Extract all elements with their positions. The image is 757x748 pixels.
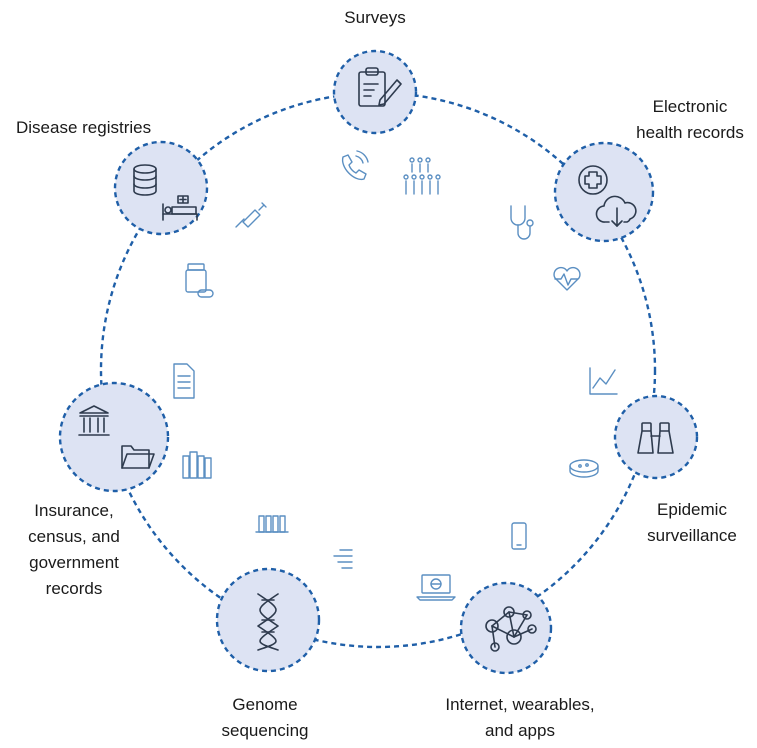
- network-people-icon: [485, 606, 537, 652]
- label-insurance: Insurance, census, and government record…: [8, 498, 140, 602]
- label-genome-line1: Genome: [232, 695, 298, 714]
- data-stream-icon: [333, 549, 353, 569]
- clipboard-pencil-icon: [358, 67, 402, 107]
- label-insurance-line2: census, and: [28, 527, 120, 546]
- label-epidemic-line1: Epidemic: [657, 500, 727, 519]
- bank-building-icon: [78, 405, 110, 436]
- crowd-icon: [403, 157, 441, 195]
- label-internet: Internet, wearables, and apps: [420, 692, 620, 744]
- label-registries-text: Disease registries: [16, 118, 152, 137]
- label-insurance-line3: government: [29, 553, 119, 572]
- label-genome-line2: sequencing: [221, 721, 309, 740]
- pill-bottle-icon: [185, 263, 214, 298]
- heart-pulse-icon: [553, 266, 581, 291]
- label-surveys: Surveys: [325, 5, 425, 31]
- syringe-icon: [235, 202, 267, 228]
- label-ehr-line1: Electronic: [652, 97, 728, 116]
- binoculars-icon: [637, 422, 674, 454]
- label-internet-line2: and apps: [485, 721, 555, 740]
- database-icon: [133, 164, 157, 196]
- node-insurance: [58, 381, 170, 493]
- hospital-bed-icon: [162, 195, 198, 221]
- label-internet-line1: Internet, wearables,: [445, 695, 595, 714]
- node-ehr: [553, 141, 655, 243]
- medical-cross-icon: [578, 165, 608, 195]
- label-ehr-line2: health records: [636, 123, 744, 142]
- petri-dish-icon: [569, 459, 599, 478]
- label-registries: Disease registries: [16, 115, 151, 141]
- label-epidemic: Epidemic surveillance: [632, 497, 752, 549]
- stethoscope-icon: [510, 205, 534, 240]
- node-surveys: [332, 49, 418, 135]
- line-chart-icon: [589, 367, 618, 395]
- test-tubes-icon: [255, 515, 289, 533]
- label-epidemic-line2: surveillance: [647, 526, 737, 545]
- folder-icon: [121, 445, 155, 469]
- label-insurance-line1: Insurance,: [34, 501, 114, 520]
- document-icon: [173, 363, 195, 399]
- laptop-globe-icon: [416, 574, 456, 601]
- label-insurance-line4: records: [45, 579, 103, 598]
- label-surveys-text: Surveys: [344, 8, 406, 27]
- connecting-ring: [99, 91, 657, 649]
- smartphone-icon: [511, 522, 527, 550]
- phone-icon: [341, 150, 369, 181]
- books-icon: [182, 451, 212, 479]
- node-internet: [459, 581, 553, 675]
- node-registries: [113, 140, 209, 236]
- node-genome: [215, 567, 321, 673]
- label-genome: Genome sequencing: [200, 692, 330, 744]
- dna-icon: [257, 593, 279, 651]
- node-epidemic: [613, 394, 699, 480]
- label-ehr: Electronic health records: [626, 94, 754, 146]
- cloud-download-icon: [595, 195, 637, 227]
